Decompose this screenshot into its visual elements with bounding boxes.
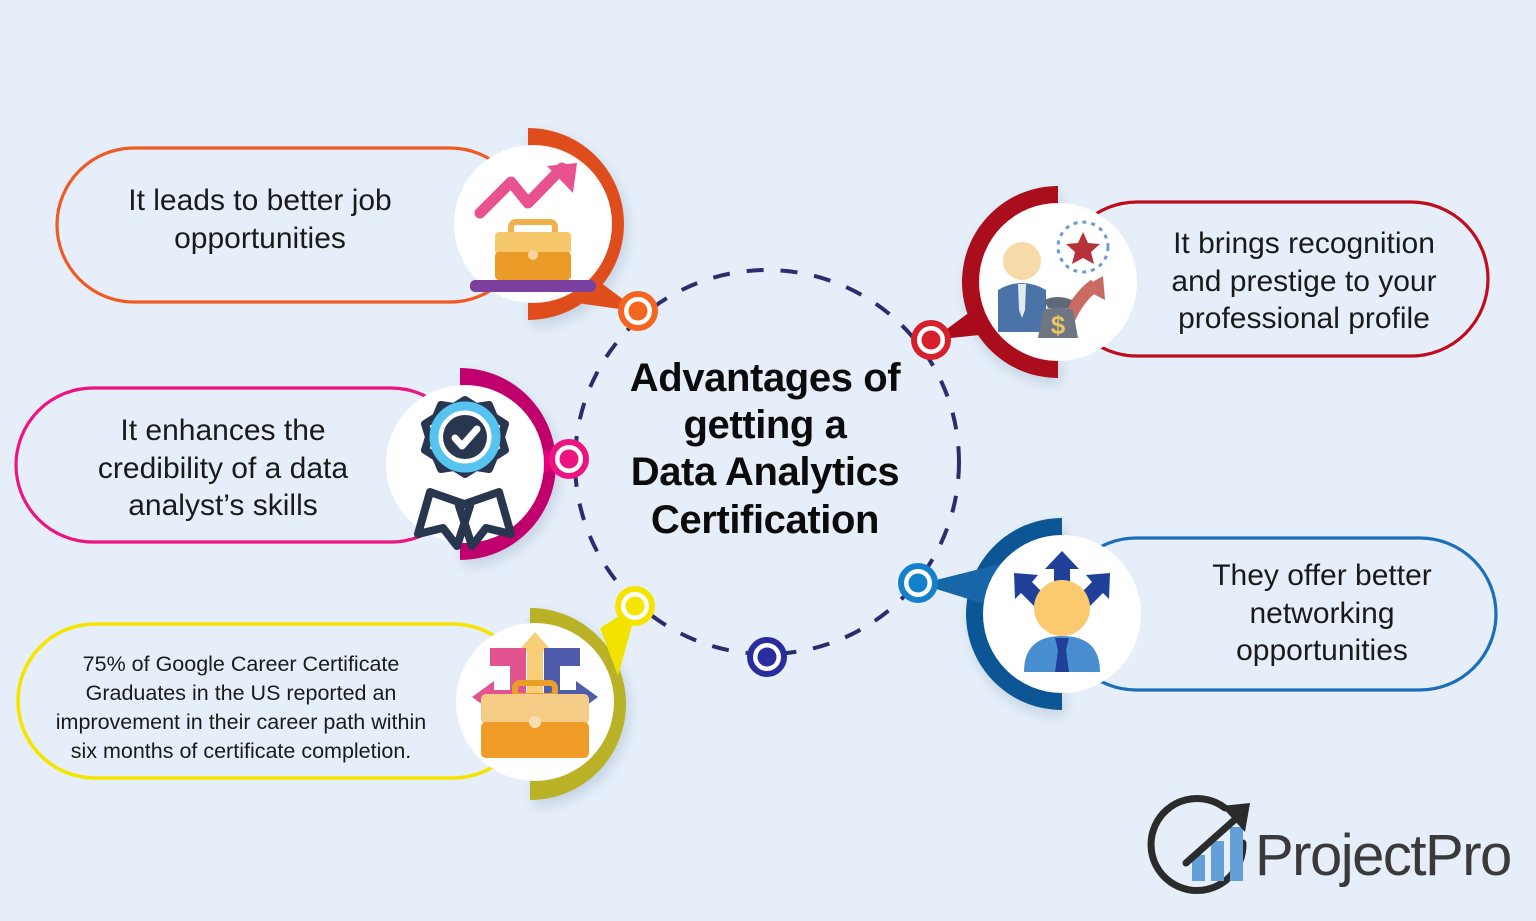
node-networking[interactable] [920, 518, 1498, 710]
dot-pink-core [559, 449, 579, 469]
callout-label-google-stat: 75% of Google Career Certificate Graduat… [55, 652, 427, 764]
node-crescent-yellow [530, 608, 626, 800]
career-path-briefcase-icon [472, 632, 598, 758]
svg-text:$: $ [1051, 310, 1066, 340]
bottom-node-dot-core [757, 647, 777, 667]
callout-label-networking: They offer better networking opportuniti… [1212, 559, 1432, 667]
dot-yellow-core [625, 596, 645, 616]
callout-label-recognition: It brings recognition and prestige to yo… [1171, 227, 1437, 335]
node-crescent-blue [966, 518, 1062, 710]
callout-label-job-opportunities: It leads to better job opportunities [128, 184, 392, 255]
dot-blue-core [908, 573, 928, 593]
callout-label-credibility: It enhances the credibility of a data an… [97, 414, 349, 522]
node-crescent-pink [460, 368, 556, 560]
growth-briefcase-icon [470, 162, 596, 292]
networking-person-icon [1014, 551, 1110, 672]
brand-name: ProjectPro [1255, 823, 1512, 888]
projectpro-chart-arrow-logo [1147, 795, 1250, 895]
dot-orange-core [628, 301, 648, 321]
page-title: Advantages of getting a Data Analytics C… [629, 356, 901, 542]
dot-red-core [921, 330, 941, 350]
node-crescent-orange [528, 128, 624, 320]
node-credibility[interactable] [14, 368, 572, 560]
certified-badge-icon [414, 396, 515, 550]
center-dashed-ring [573, 268, 961, 656]
node-recognition[interactable]: $ [932, 186, 1490, 378]
node-job-opportunities[interactable] [55, 128, 640, 320]
ring-connector-dots [549, 291, 951, 677]
businessman-award-icon: $ [998, 220, 1110, 340]
